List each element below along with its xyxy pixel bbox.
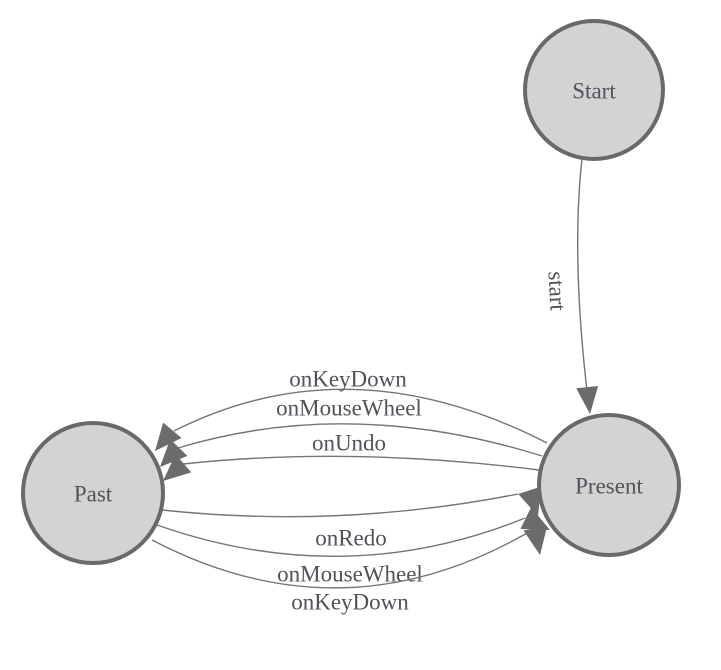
edge-onmousewheel-to-past: onMouseWheel <box>160 396 543 467</box>
edge-onkeydown-to-present: onKeyDown <box>151 526 548 615</box>
arrowhead-icon <box>160 439 188 467</box>
edge-onkeydown-lower-line <box>151 528 535 589</box>
edge-onmousewheel-line <box>177 423 543 457</box>
edge-onmousewheel-lower-line <box>156 517 526 557</box>
edge-label-onkeydown-top: onKeyDown <box>289 367 407 392</box>
arrowhead-icon <box>518 486 542 516</box>
edge-start: start <box>543 158 599 414</box>
node-present-label: Present <box>575 474 643 499</box>
edge-onkeydown-line <box>173 388 548 444</box>
edge-start-line <box>577 158 588 392</box>
node-present[interactable]: Present <box>537 413 681 557</box>
node-start-label: Start <box>572 79 616 104</box>
arrowhead-icon <box>576 385 599 414</box>
arrowhead-icon <box>155 422 182 451</box>
edge-label-onkeydown-bottom: onKeyDown <box>291 590 409 615</box>
node-start[interactable]: Start <box>523 19 665 161</box>
edge-onredo-line <box>161 493 519 518</box>
edge-onredo-to-present: onRedo <box>161 486 542 551</box>
node-present-circle[interactable] <box>537 413 681 557</box>
arrowhead-icon <box>523 526 548 555</box>
node-past-label: Past <box>74 482 113 507</box>
edge-onundo-to-past: onUndo <box>163 431 540 481</box>
node-past[interactable]: Past <box>21 421 165 565</box>
arrowhead-icon <box>163 454 192 481</box>
arrowhead-icon <box>520 507 550 530</box>
edge-label-onredo: onRedo <box>315 526 387 551</box>
node-start-circle[interactable] <box>523 19 665 161</box>
edge-onundo-line <box>182 455 540 471</box>
node-past-circle[interactable] <box>21 421 165 565</box>
edge-label-onmousewheel-bottom: onMouseWheel <box>277 562 423 587</box>
edge-onkeydown-to-past: onKeyDown <box>155 367 548 451</box>
edge-label-onmousewheel-top: onMouseWheel <box>276 396 422 421</box>
edge-label-start: start <box>543 271 570 312</box>
edge-label-onundo: onUndo <box>312 431 386 456</box>
